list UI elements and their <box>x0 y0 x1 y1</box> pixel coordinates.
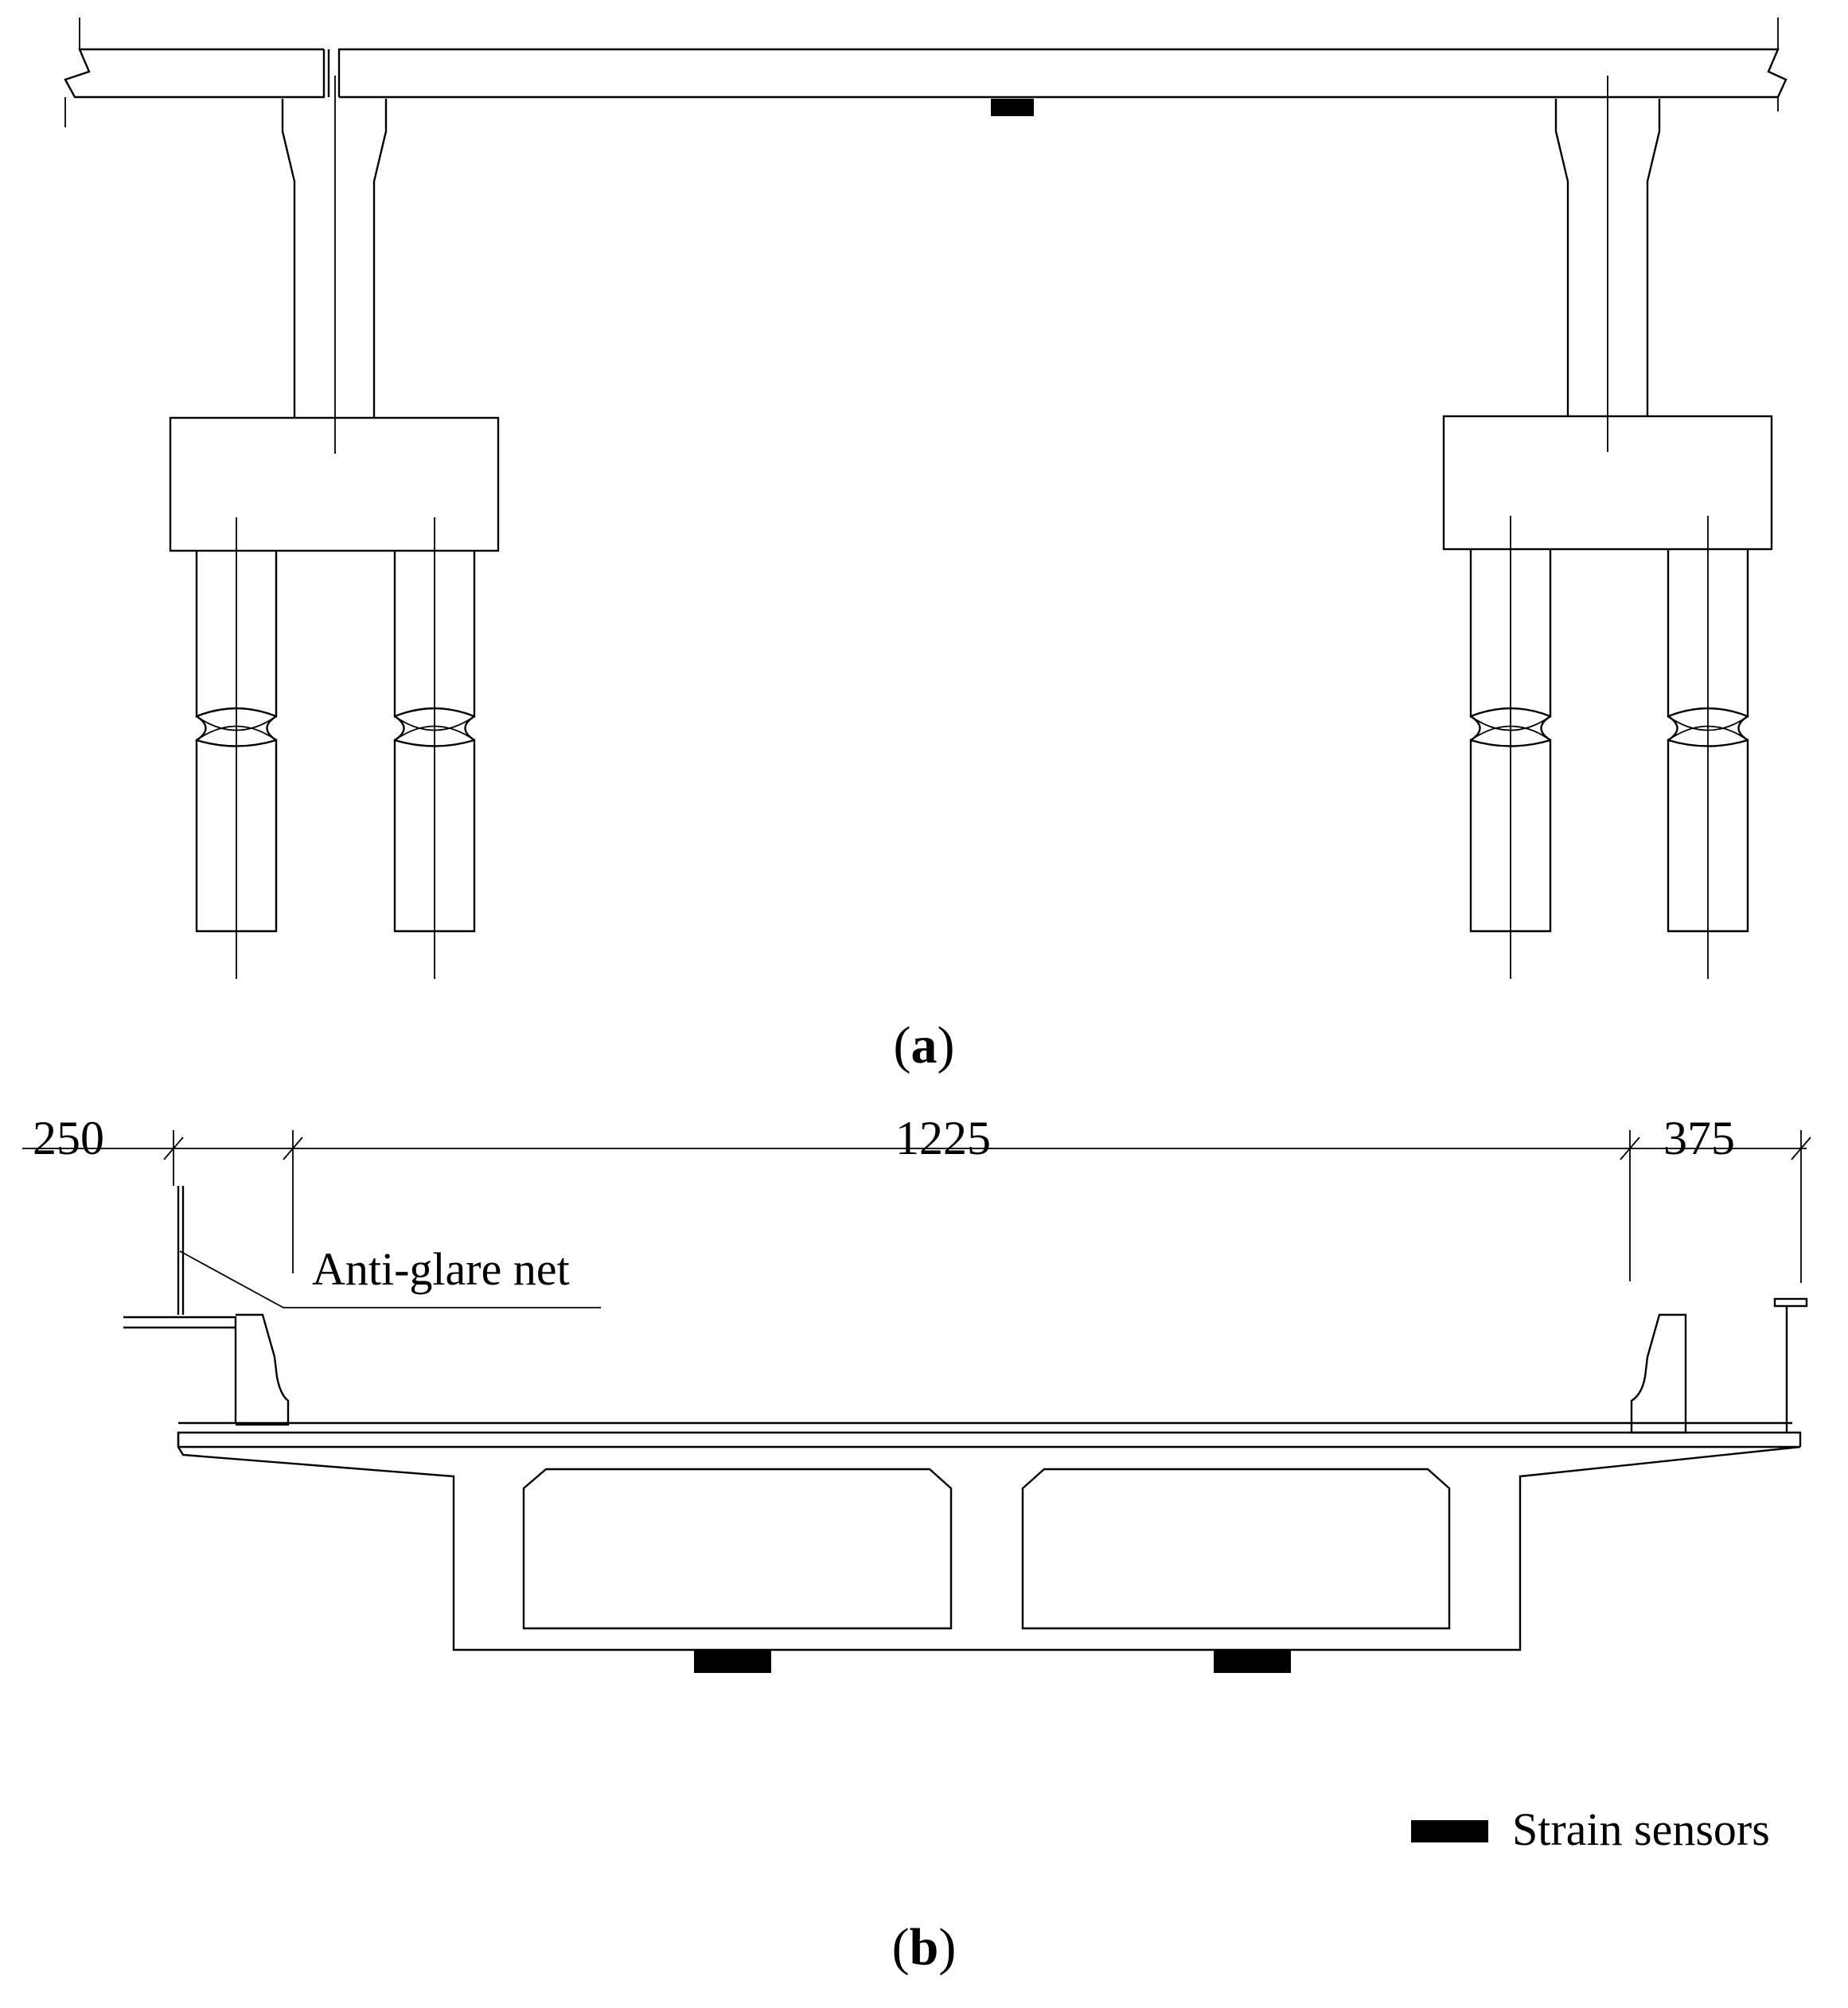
anti-glare-net <box>177 1186 601 1315</box>
strain-sensor-bottom-right <box>1214 1651 1291 1673</box>
right-barrier <box>1630 1313 1687 1434</box>
right-pier <box>1442 76 1773 979</box>
left-pile-1 <box>195 517 278 979</box>
legend-swatch <box>1411 1820 1488 1842</box>
box-girder <box>177 1431 1802 1651</box>
right-pile-cap <box>1442 415 1773 551</box>
dimension-1225: 1225 <box>895 1112 991 1164</box>
right-pile-1 <box>1469 516 1552 979</box>
box-cell-right <box>1021 1468 1451 1630</box>
anti-glare-net-label: Anti-glare net <box>312 1243 570 1295</box>
left-pier <box>169 76 500 979</box>
panel-b-cross-section: 250 1225 375 Anti-glare net <box>22 1112 1811 1976</box>
panel-a-caption: (a) <box>894 1016 955 1074</box>
adjacent-deck-left <box>123 1316 237 1423</box>
left-barrier <box>236 1313 290 1426</box>
legend: Strain sensors <box>1411 1803 1770 1855</box>
right-pile-2 <box>1667 516 1749 979</box>
box-cell-left <box>522 1468 953 1630</box>
deck-girder <box>64 18 1788 127</box>
left-pile-2 <box>393 517 476 979</box>
strain-sensor-bottom-left <box>694 1651 771 1673</box>
panel-a-elevation: (a) <box>64 18 1788 1074</box>
legend-label: Strain sensors <box>1512 1803 1770 1855</box>
dimension-250: 250 <box>33 1112 104 1164</box>
railing <box>1773 1297 1808 1433</box>
dimension-375: 375 <box>1663 1112 1735 1164</box>
strain-sensor-deck <box>991 99 1034 116</box>
dimension-line <box>22 1130 1811 1283</box>
panel-b-caption: (b) <box>892 1918 957 1976</box>
left-pile-cap <box>169 416 500 552</box>
